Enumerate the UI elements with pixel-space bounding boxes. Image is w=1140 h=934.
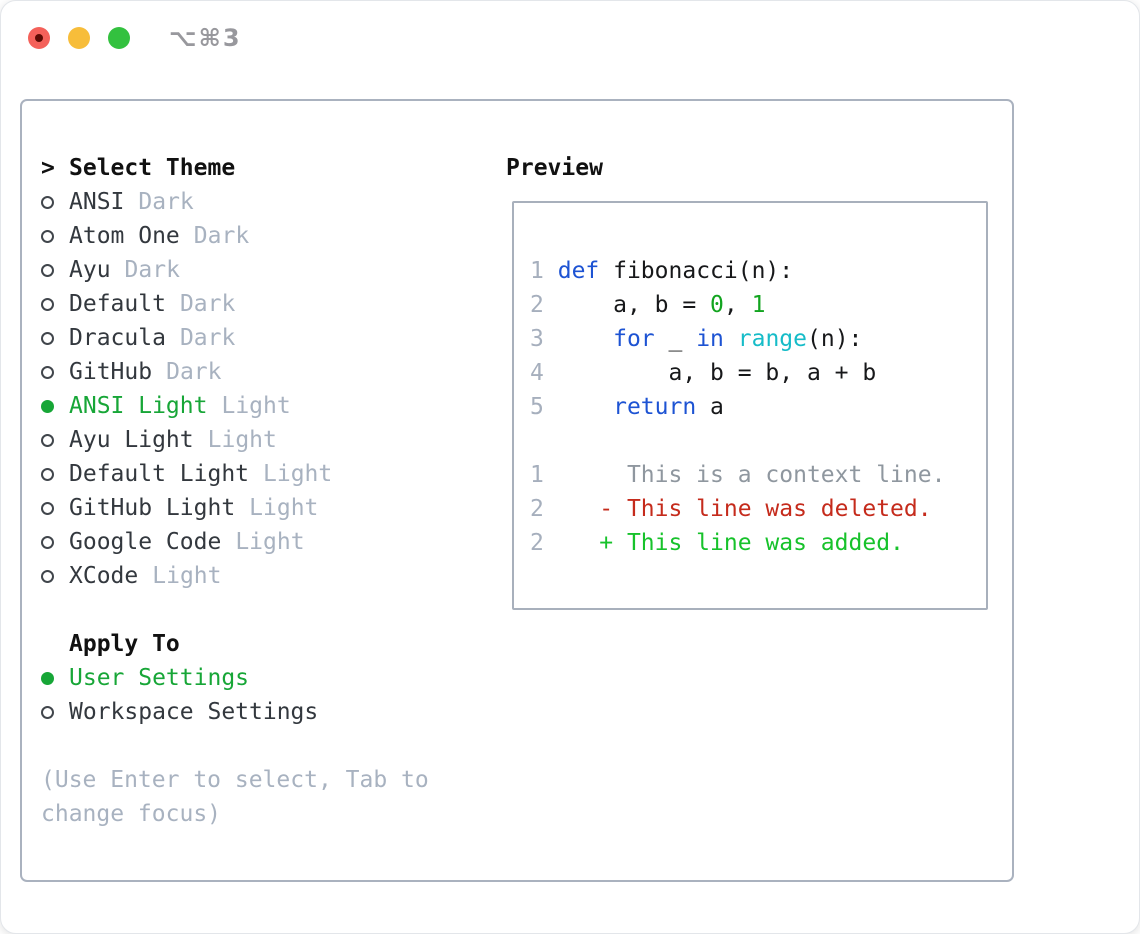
radio-icon [41, 331, 54, 345]
theme-option-atom-one[interactable]: Atom One Dark [41, 219, 332, 253]
preview-code-line: 2 a, b = 0, 1 [530, 292, 766, 318]
theme-option-github[interactable]: GitHub Dark [41, 355, 332, 389]
option-label: ANSI [69, 189, 125, 215]
preview-code-line: 5 return a [530, 394, 724, 420]
variant-badge: Dark [124, 257, 180, 283]
radio-icon [41, 705, 54, 719]
theme-option-dracula[interactable]: Dracula Dark [41, 321, 332, 355]
preview-code-line: 1 This is a context line. [530, 462, 946, 488]
theme-option-xcode[interactable]: XCode Light [41, 559, 332, 593]
variant-badge: Light [249, 495, 319, 521]
variant-badge: Dark [179, 325, 236, 351]
preview-code-line: 2 + This line was added. [530, 530, 904, 556]
hint-text: (Use Enter to select, Tab to change focu… [41, 767, 429, 827]
variant-badge: Light [152, 563, 222, 589]
theme-option-github-light[interactable]: GitHub Light Light [41, 491, 332, 525]
cursor-caret-icon: > [41, 155, 55, 181]
radio-icon [41, 467, 54, 481]
apply-option-user-settings[interactable]: User Settings [41, 661, 318, 695]
option-label: Default [69, 291, 166, 317]
minimize-button[interactable] [68, 27, 90, 49]
theme-option-ayu[interactable]: Ayu Dark [41, 253, 332, 287]
theme-option-ansi-light[interactable]: ANSI Light Light [41, 389, 332, 423]
variant-badge: Light [235, 529, 305, 555]
option-label: GitHub [69, 359, 153, 385]
apply-to-header: Apply To [41, 627, 318, 661]
option-label: User Settings [69, 665, 250, 691]
option-label: Dracula [69, 325, 166, 351]
option-label: Workspace Settings [69, 699, 319, 725]
radio-icon [41, 365, 54, 379]
radio-selected-icon [41, 399, 54, 413]
radio-icon [41, 195, 54, 209]
close-button-dot-icon [35, 34, 43, 42]
preview-box: 1 def fibonacci(n): 2 a, b = 0, 1 3 for _ … [512, 201, 988, 610]
preview-code-line: 1 def fibonacci(n): [530, 258, 794, 284]
theme-option-ayu-light[interactable]: Ayu Light Light [41, 423, 332, 457]
apply-option-workspace-settings[interactable]: Workspace Settings [41, 695, 318, 729]
preview-header: Preview [506, 155, 603, 181]
select-theme-header: > Select Theme [41, 151, 332, 185]
radio-icon [41, 433, 54, 447]
radio-icon [41, 229, 54, 243]
preview-code-line: 2 - This line was deleted. [530, 496, 932, 522]
theme-option-default-light[interactable]: Default Light Light [41, 457, 332, 491]
radio-icon [41, 263, 54, 277]
theme-option-google-code[interactable]: Google Code Light [41, 525, 332, 559]
option-label: Ayu Light [69, 427, 194, 453]
radio-icon [41, 535, 54, 549]
option-label: Ayu [69, 257, 111, 283]
apply-to-label: Apply To [69, 631, 180, 657]
maximize-button[interactable] [108, 27, 130, 49]
radio-selected-icon [41, 671, 54, 685]
theme-option-default[interactable]: Default Dark [41, 287, 332, 321]
option-label: ANSI Light [69, 393, 208, 419]
window-title: ⌥⌘3 [169, 24, 242, 52]
preview-code-line: 4 a, b = b, a + b [530, 360, 877, 386]
variant-badge: Dark [179, 291, 236, 317]
option-label: GitHub Light [69, 495, 236, 521]
close-button[interactable] [28, 27, 50, 49]
variant-badge: Dark [193, 223, 250, 249]
variant-badge: Dark [138, 189, 194, 215]
option-label: Atom One [69, 223, 180, 249]
titlebar: ⌥⌘3 [1, 1, 1139, 75]
option-label: Google Code [69, 529, 222, 555]
theme-option-ansi[interactable]: ANSI Dark [41, 185, 332, 219]
variant-badge: Light [263, 461, 333, 487]
option-label: Default Light [69, 461, 250, 487]
radio-icon [41, 501, 54, 515]
preview-code: 1 def fibonacci(n): 2 a, b = 0, 1 3 for _ … [514, 203, 986, 560]
select-theme-label: Select Theme [69, 155, 236, 181]
variant-badge: Light [207, 427, 277, 453]
variant-badge: Dark [166, 359, 222, 385]
preview-code-line [530, 424, 986, 458]
radio-icon [41, 297, 54, 311]
radio-icon [41, 569, 54, 583]
variant-badge: Light [221, 393, 291, 419]
preview-code-line: 3 for _ in range(n): [530, 326, 863, 352]
option-label: XCode [69, 563, 139, 589]
